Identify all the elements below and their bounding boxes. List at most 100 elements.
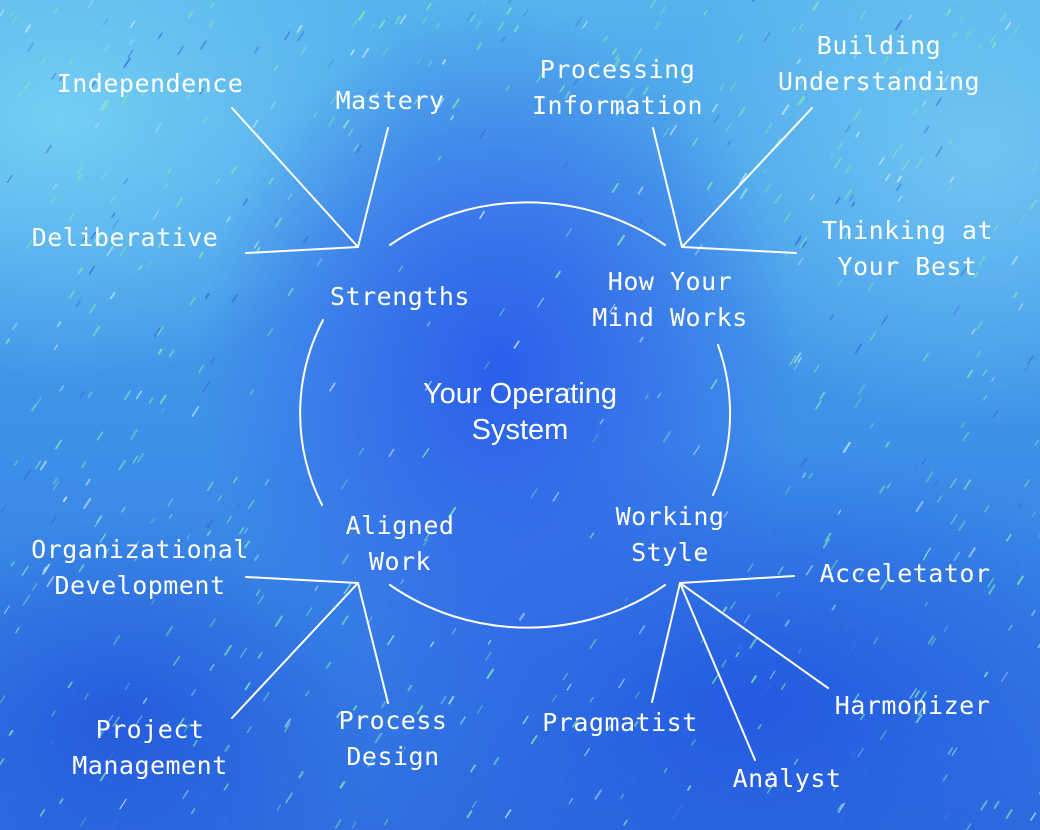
- texture-streak: [727, 140, 731, 146]
- texture-streak: [946, 8, 952, 16]
- texture-streak: [842, 441, 851, 453]
- texture-streak: [722, 606, 728, 613]
- texture-streak: [977, 43, 982, 50]
- texture-streak: [966, 369, 974, 378]
- texture-streak: [614, 53, 620, 60]
- texture-streak: [991, 377, 995, 383]
- texture-streak: [959, 668, 965, 676]
- texture-streak: [735, 652, 740, 658]
- texture-streak: [855, 131, 860, 138]
- texture-streak: [915, 157, 924, 169]
- leaf-organizational-development: Organizational Development: [31, 535, 249, 600]
- texture-streak: [484, 361, 490, 370]
- texture-streak: [839, 812, 846, 822]
- texture-streak: [5, 338, 11, 345]
- texture-streak: [224, 744, 230, 752]
- texture-streak: [911, 83, 919, 93]
- texture-streak: [845, 164, 852, 173]
- texture-streak: [327, 58, 335, 68]
- texture-streak: [0, 591, 6, 598]
- texture-streak: [297, 31, 305, 42]
- texture-streak: [902, 160, 910, 170]
- texture-streak: [976, 320, 983, 331]
- texture-streak: [879, 730, 887, 741]
- hub-how-your-mind-works: How Your Mind Works: [592, 267, 748, 332]
- texture-streak: [347, 129, 354, 137]
- texture-streak: [799, 236, 808, 248]
- texture-streak: [479, 210, 486, 219]
- texture-streak: [244, 682, 251, 691]
- texture-streak: [505, 85, 510, 92]
- texture-streak: [244, 540, 250, 549]
- texture-streak: [982, 368, 988, 376]
- texture-streak: [834, 158, 842, 169]
- texture-streak: [951, 747, 958, 756]
- texture-streak: [936, 494, 943, 503]
- texture-streak: [784, 619, 790, 627]
- texture-streak: [94, 122, 100, 129]
- texture-streak: [389, 599, 395, 608]
- texture-streak: [677, 804, 684, 812]
- texture-streak: [369, 22, 375, 30]
- texture-streak: [341, 615, 349, 626]
- texture-streak: [638, 48, 643, 54]
- texture-streak: [738, 106, 746, 117]
- texture-streak: [358, 447, 365, 456]
- texture-streak: [120, 78, 126, 85]
- texture-streak: [834, 568, 843, 580]
- texture-streak: [393, 531, 402, 543]
- texture-streak: [873, 637, 879, 645]
- texture-streak: [87, 391, 93, 398]
- texture-streak: [861, 769, 869, 779]
- texture-streak: [106, 245, 114, 257]
- texture-streak: [157, 240, 164, 249]
- connector-acceletator: [679, 575, 795, 584]
- texture-streak: [140, 90, 146, 98]
- texture-streak: [493, 757, 500, 765]
- ring-arc-right: [712, 344, 732, 496]
- texture-streak: [501, 384, 507, 392]
- texture-streak: [633, 51, 641, 62]
- texture-streak: [99, 172, 107, 182]
- texture-streak: [484, 651, 492, 662]
- texture-streak: [209, 554, 215, 562]
- texture-streak: [198, 364, 204, 373]
- texture-streak: [246, 726, 252, 734]
- texture-streak: [302, 235, 309, 244]
- texture-streak: [747, 563, 754, 573]
- texture-streak: [68, 59, 74, 67]
- texture-streak: [563, 160, 570, 168]
- texture-streak: [99, 533, 107, 543]
- texture-streak: [24, 24, 31, 33]
- texture-streak: [1018, 215, 1026, 226]
- texture-streak: [782, 553, 788, 560]
- texture-streak: [177, 717, 185, 728]
- texture-streak: [437, 155, 442, 161]
- texture-streak: [450, 115, 455, 121]
- texture-streak: [255, 589, 261, 597]
- ring-arc-bottom: [389, 584, 666, 629]
- texture-streak: [830, 151, 836, 159]
- texture-streak: [960, 11, 968, 21]
- texture-streak: [248, 499, 255, 509]
- texture-streak: [342, 119, 350, 129]
- texture-streak: [971, 328, 976, 335]
- texture-streak: [589, 697, 594, 703]
- texture-streak: [394, 16, 401, 25]
- texture-streak: [96, 431, 104, 441]
- texture-streak: [27, 42, 34, 52]
- texture-streak: [710, 379, 718, 390]
- texture-streak: [968, 547, 976, 558]
- texture-streak: [890, 48, 894, 54]
- texture-streak: [574, 16, 583, 28]
- texture-streak: [592, 433, 599, 443]
- texture-streak: [896, 183, 902, 192]
- texture-streak: [891, 149, 899, 159]
- texture-streak: [273, 64, 279, 72]
- texture-streak: [694, 244, 703, 256]
- texture-streak: [101, 99, 110, 111]
- texture-streak: [224, 644, 232, 656]
